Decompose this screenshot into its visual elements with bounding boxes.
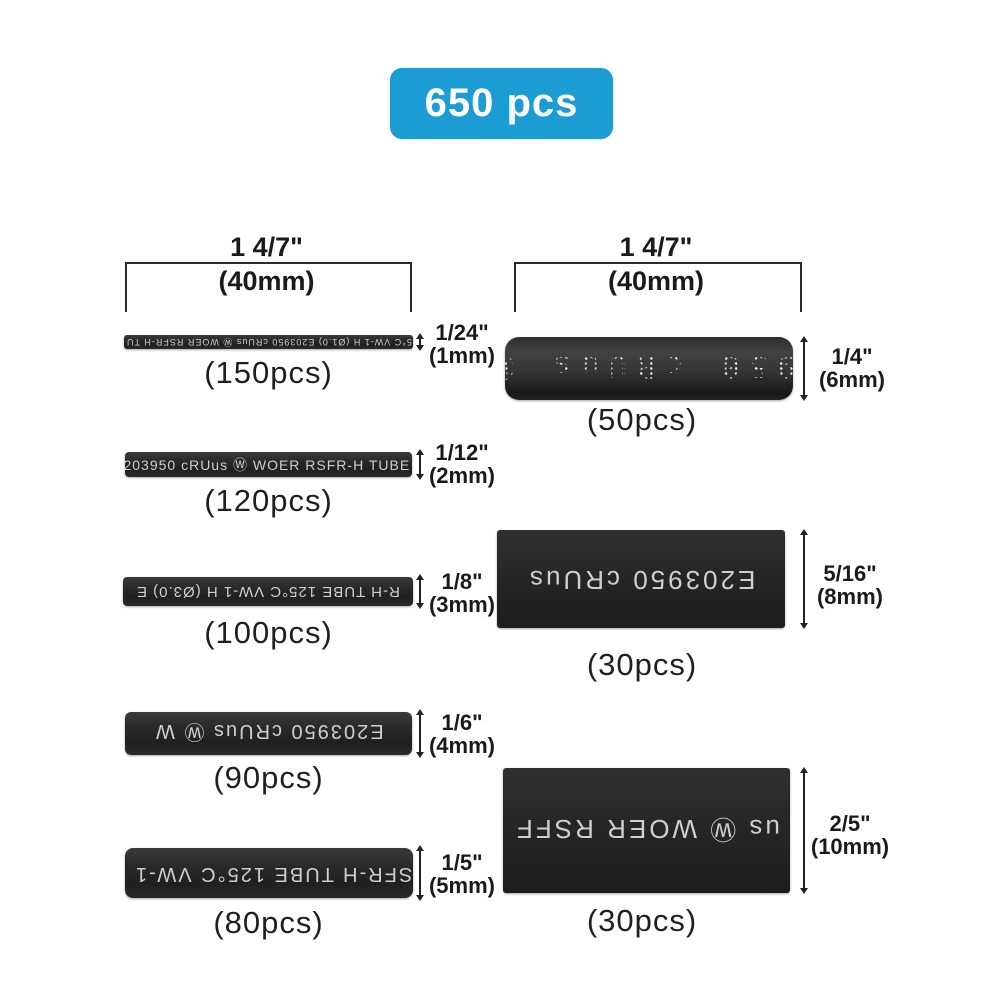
bracket-length-inches-right: 1 4/7": [514, 232, 798, 262]
tube-print: R-H TUBE 125°C VW-1 H (Ø3.0) E: [136, 583, 400, 600]
height-arrow-2mm: [415, 449, 425, 480]
tube-10mm: us Ⓦ WOER RSFF: [503, 768, 790, 893]
tube-2mm: E203950 cRUus Ⓦ WOER RSFR-H TUBE 1: [125, 452, 412, 477]
tube-1mm: 5°C VW-1 H (Ø1.0) E203950 cRUus Ⓦ WOER R…: [124, 335, 413, 349]
height-arrow-8mm: [799, 529, 809, 629]
width-bracket-left: [125, 262, 412, 312]
diameter-label-3mm: 1/8" (3mm): [428, 569, 495, 617]
diameter-label-10mm: 2/5" (10mm): [810, 811, 890, 859]
count-label-1mm: (150pcs): [204, 355, 333, 390]
diameter-label-5mm: 1/5" (5mm): [428, 850, 495, 898]
count-label-8mm: (30pcs): [586, 647, 698, 682]
count-label-5mm: (80pcs): [213, 905, 324, 940]
total-count-badge: 650 pcs: [390, 68, 613, 139]
tube-print: us Ⓦ WOER RSFF: [513, 814, 780, 844]
tube-print: E203950 cRUus Ⓦ W: [153, 720, 384, 742]
height-arrow-1mm: [415, 333, 425, 351]
height-arrow-6mm: [799, 336, 809, 401]
tube-8mm: E203950 cRUus: [497, 530, 785, 628]
tube-print: E203950 cRUus: [526, 564, 756, 595]
width-bracket-right: [514, 262, 802, 312]
tube-print: 5°C VW-1 H (Ø1.0) E203950 cRUus Ⓦ WOER R…: [125, 336, 412, 347]
height-arrow-5mm: [415, 845, 425, 901]
count-label-10mm: (30pcs): [586, 903, 698, 938]
count-label-3mm: (100pcs): [204, 615, 333, 650]
tube-3mm: R-H TUBE 125°C VW-1 H (Ø3.0) E: [123, 577, 413, 606]
count-label-6mm: (50pcs): [586, 402, 698, 437]
diameter-label-6mm: 1/4" (6mm): [818, 344, 885, 392]
count-label-4mm: (90pcs): [213, 760, 324, 795]
tube-5mm: HSFR-H TUBE 125°C VW-1 H: [125, 848, 413, 898]
tube-print: E203950 cRUus Ⓦ WOER RSFR-H TUBE 1: [125, 456, 412, 473]
bracket-length-mm-right: (40mm): [514, 266, 798, 296]
diameter-label-8mm: 5/16" (8mm): [816, 561, 883, 609]
height-arrow-10mm: [799, 767, 809, 894]
tube-print: 3950 cRUus Ⓦ: [505, 347, 793, 391]
diameter-label-2mm: 1/12" (2mm): [428, 440, 495, 488]
tube-6mm: 3950 cRUus Ⓦ: [505, 337, 793, 400]
tube-print: HSFR-H TUBE 125°C VW-1 H: [125, 862, 413, 885]
bracket-length-mm-left: (40mm): [125, 266, 408, 296]
tube-4mm: E203950 cRUus Ⓦ W: [125, 712, 412, 755]
diameter-label-4mm: 1/6" (4mm): [428, 710, 495, 758]
bracket-length-inches-left: 1 4/7": [125, 232, 408, 262]
diameter-label-1mm: 1/24" (1mm): [428, 320, 495, 368]
count-label-2mm: (120pcs): [204, 483, 333, 518]
height-arrow-3mm: [415, 574, 425, 609]
height-arrow-4mm: [415, 709, 425, 758]
